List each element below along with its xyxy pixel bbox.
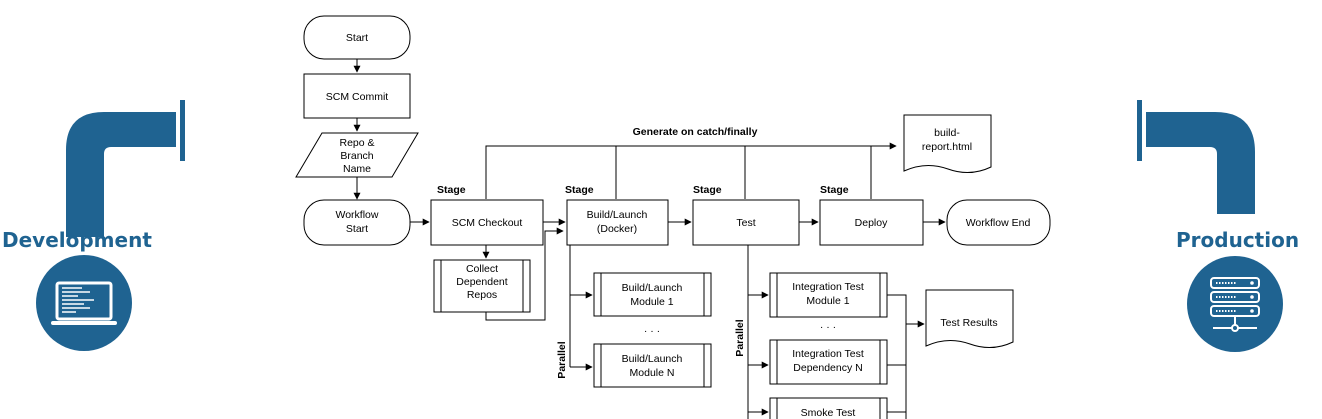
test-results-node <box>925 289 1014 348</box>
parallel-label: Parallel <box>556 341 568 378</box>
annotations: Generate on catch/finally Stage Stage St… <box>437 126 849 379</box>
workflow-end-node <box>946 199 1051 246</box>
build-report-node <box>903 114 992 173</box>
test-label: Test <box>736 217 755 229</box>
build-module-n-label: Module N <box>630 367 675 379</box>
node-labels: Start SCM Commit Repo & Branch Name Work… <box>326 32 1031 419</box>
stage-label: Stage <box>437 184 466 196</box>
build-module-1-label: Module 1 <box>630 296 673 308</box>
scm-commit-label: SCM Commit <box>326 91 388 103</box>
deploy-label: Deploy <box>855 217 888 229</box>
test-node <box>692 199 800 246</box>
build-launch-label: Build/Launch <box>587 209 648 221</box>
collect-repos-label: Dependent <box>456 276 507 288</box>
development-label: Development <box>2 228 152 252</box>
integration-test-1-label: Module 1 <box>806 295 849 307</box>
deploy-node <box>819 199 924 246</box>
stage-label: Stage <box>693 184 722 196</box>
workflow-start-label: Workflow <box>336 209 379 221</box>
generate-label: Generate on catch/finally <box>633 126 758 138</box>
build-launch-node <box>566 199 669 246</box>
workflow-start-label: Start <box>346 223 368 235</box>
scm-checkout-label: SCM Checkout <box>452 217 523 229</box>
pipe-flange <box>180 100 185 161</box>
stage-label: Stage <box>565 184 594 196</box>
production-label: Production <box>1176 228 1300 252</box>
elbow-pipe-icon <box>66 112 176 237</box>
workflow-start-node <box>303 199 411 246</box>
repo-branch-label: Branch <box>340 150 373 162</box>
stage-label: Stage <box>820 184 849 196</box>
repo-branch-label: Name <box>343 163 371 175</box>
start-label: Start <box>346 32 368 44</box>
integration-test-1-label: Integration Test <box>792 281 864 293</box>
integration-test-n-node <box>769 339 888 385</box>
build-report-label: report.html <box>922 141 972 153</box>
build-ellipsis: · · · <box>644 325 660 337</box>
collect-repos-label: Repos <box>467 289 497 301</box>
smoke-test-node <box>769 397 888 419</box>
integration-test-n-label: Dependency N <box>793 362 862 374</box>
smoke-test-label: Smoke Test <box>801 407 856 419</box>
pipe-flange <box>1137 100 1142 161</box>
collect-repos-node <box>433 259 531 313</box>
scm-commit-node <box>303 73 411 119</box>
workflow-end-label: Workflow End <box>966 217 1031 229</box>
server-rack-icon <box>1187 256 1283 352</box>
build-module-n-node <box>593 343 712 388</box>
test-ellipsis: · · · <box>820 321 836 333</box>
connectors <box>353 59 946 419</box>
laptop-code-icon <box>36 255 132 351</box>
test-results-label: Test Results <box>940 317 997 329</box>
scm-checkout-node <box>430 199 544 246</box>
development-panel <box>36 100 185 351</box>
integration-test-n-label: Integration Test <box>792 348 864 360</box>
parallel-label: Parallel <box>734 319 746 356</box>
build-report-label: build- <box>934 127 960 139</box>
repo-branch-node <box>295 132 419 178</box>
integration-test-1-node <box>769 272 888 318</box>
build-launch-label: (Docker) <box>597 223 637 235</box>
build-module-1-label: Build/Launch <box>622 282 683 294</box>
start-node <box>303 15 411 60</box>
subprocess-bars <box>440 260 881 419</box>
build-module-1-node <box>593 272 712 317</box>
production-panel <box>1137 100 1283 352</box>
build-module-n-label: Build/Launch <box>622 353 683 365</box>
repo-branch-label: Repo & <box>339 137 374 149</box>
elbow-pipe-icon <box>1146 112 1255 214</box>
collect-repos-label: Collect <box>466 263 498 275</box>
